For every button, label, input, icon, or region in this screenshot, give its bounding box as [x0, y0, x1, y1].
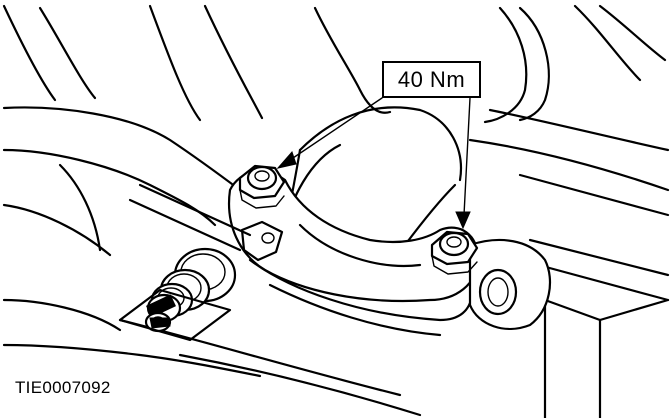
frame-rail — [528, 238, 670, 277]
mount-bracket — [468, 238, 552, 330]
frame-rail — [488, 108, 670, 152]
background-contour — [483, 6, 528, 124]
link-rod — [128, 198, 242, 252]
background-contour — [203, 4, 264, 120]
leader-arrow-upper — [276, 151, 297, 169]
torque-callout: 40 Nm — [382, 61, 481, 98]
mounting-plate — [118, 288, 232, 342]
control-arm-outline — [2, 106, 242, 192]
flange-bolt-upper — [238, 164, 286, 209]
bracket-hole-inner — [487, 277, 509, 307]
leader-line-upper — [289, 97, 383, 161]
control-arm-outline — [2, 298, 122, 332]
background-contour — [148, 4, 202, 122]
frame-rail — [468, 138, 670, 192]
leader-arrow-lower — [455, 211, 471, 230]
flange-lower-edge — [248, 258, 474, 322]
background-contour — [38, 6, 97, 100]
control-arm-outline — [2, 203, 112, 257]
link-rod — [138, 183, 252, 237]
background-contour — [313, 6, 392, 114]
flange-bolt-lower — [430, 230, 479, 275]
torque-value: 40 Nm — [397, 66, 466, 92]
clamp-bracket — [240, 220, 284, 262]
leader-line-lower — [463, 97, 471, 216]
subframe-edge — [543, 298, 670, 322]
background-contour — [573, 4, 642, 82]
figure-id: TIE0007092 — [15, 378, 111, 397]
background-contour — [598, 4, 667, 62]
background-contour — [518, 6, 550, 122]
flange-inner-edge — [298, 223, 422, 267]
lower-arm-outline — [178, 353, 422, 417]
exhaust-pipe-outline — [403, 183, 457, 247]
clamp-hole — [261, 232, 275, 244]
bracket-hole — [478, 268, 518, 316]
background-contour — [2, 4, 57, 102]
flange-lower-edge — [268, 283, 442, 337]
control-arm-outline — [2, 343, 262, 378]
exhaust-pipe-outline — [298, 106, 463, 182]
frame-rail — [518, 173, 670, 217]
control-arm-outline — [58, 163, 102, 252]
